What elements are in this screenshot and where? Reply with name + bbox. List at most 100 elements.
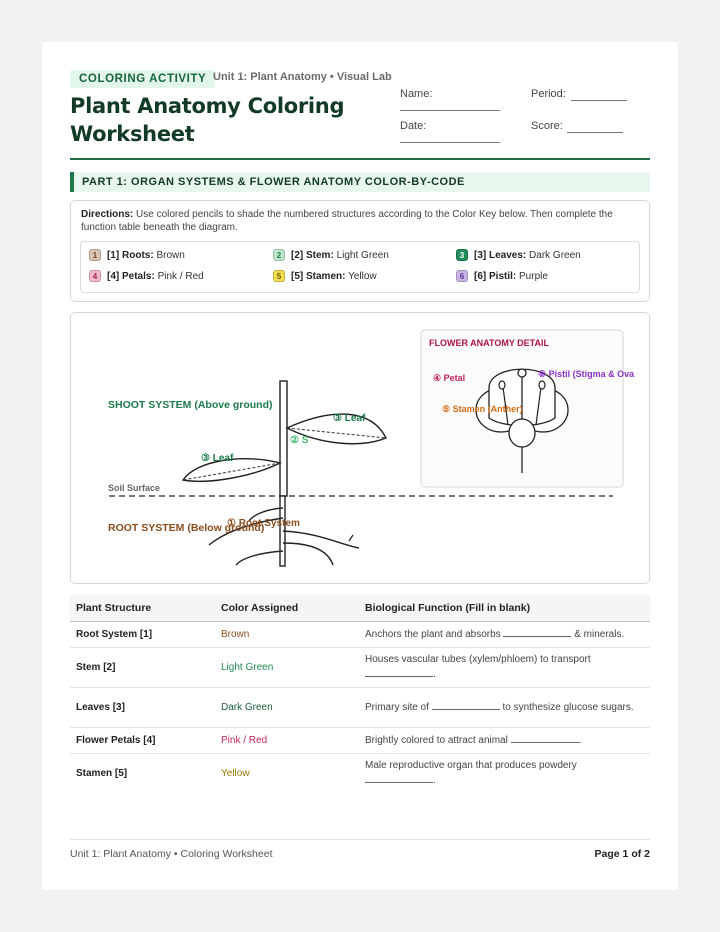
function-text-after: & minerals.	[574, 629, 625, 640]
function-text-after: .	[433, 775, 436, 786]
key-swatch: 1	[89, 249, 101, 262]
key-item-stem: 2 [2] Stem: Light Green	[273, 249, 389, 263]
date-field[interactable]: Date:	[400, 120, 500, 143]
color-cell: Dark Green	[215, 687, 359, 728]
column-header-structure: Plant Structure	[70, 595, 215, 622]
function-text-after: .	[433, 669, 436, 680]
function-text-after: to synthesize glucose sugars.	[502, 702, 634, 713]
name-label: Name:	[400, 88, 433, 100]
key-swatch: 3	[456, 249, 468, 262]
student-info-fields: Name: Period: Date: Score:	[400, 78, 650, 148]
key-label: [1] Roots:	[107, 250, 154, 261]
root-branch[interactable]	[248, 507, 284, 522]
stamen-filament-left[interactable]	[502, 386, 509, 426]
shoot-system-label: SHOOT SYSTEM (Above ground)	[108, 399, 273, 411]
key-color: Pink / Red	[157, 271, 204, 282]
key-color: Light Green	[336, 250, 389, 261]
leaf-right-shape[interactable]	[285, 413, 387, 445]
plant-illustration: SHOOT SYSTEM (Above ground) Soil Surface…	[108, 329, 635, 567]
function-text: Primary site of	[365, 702, 429, 713]
header-divider	[70, 158, 650, 160]
pistil-stigma[interactable]	[517, 368, 527, 378]
ovary-shape[interactable]	[508, 418, 536, 448]
date-line[interactable]	[400, 142, 500, 143]
function-cell: Houses vascular tubes (xylem/phloem) to …	[359, 647, 650, 688]
directions-text: Directions: Use colored pencils to shade…	[81, 208, 636, 234]
key-item-roots: 1 [1] Roots: Brown	[89, 249, 185, 263]
function-text: Male reproductive organ that produces po…	[365, 760, 577, 771]
period-field[interactable]: Period:	[531, 88, 631, 101]
fill-blank[interactable]	[431, 700, 500, 710]
fill-blank[interactable]	[503, 627, 572, 637]
function-cell: Anchors the plant and absorbs & minerals…	[359, 621, 650, 648]
table-row: Flower Petals [4] Pink / Red Brightly co…	[70, 727, 650, 754]
name-line[interactable]	[400, 110, 500, 111]
unit-label: Unit 1: Plant Anatomy • Visual Lab	[213, 71, 392, 83]
fill-blank[interactable]	[365, 773, 433, 783]
key-label: [6] Pistil:	[474, 271, 517, 282]
page-number: Page 1 of 2	[594, 848, 650, 860]
color-cell: Brown	[215, 621, 359, 648]
plant-diagram: SHOOT SYSTEM (Above ground) Soil Surface…	[70, 312, 650, 584]
stem-shape[interactable]	[279, 380, 288, 497]
function-cell: Male reproductive organ that produces po…	[359, 753, 650, 789]
key-label: [5] Stamen:	[291, 271, 346, 282]
pistil-label: ⑥ Pistil (Stigma & Ova	[538, 369, 635, 379]
function-text: Houses vascular tubes (xylem/phloem) to …	[365, 654, 591, 665]
key-color: Yellow	[348, 271, 377, 282]
root-number-label: ① Root System	[227, 518, 300, 529]
structure-cell: Stem [2]	[70, 647, 215, 688]
period-line[interactable]	[571, 100, 627, 101]
directions-body: Use colored pencils to shade the numbere…	[81, 209, 613, 233]
function-text: Brightly colored to attract animal	[365, 735, 508, 746]
root-branch[interactable]	[282, 530, 360, 549]
table-row: Stamen [5] Yellow Male reproductive orga…	[70, 753, 650, 789]
key-swatch: 5	[273, 270, 285, 283]
fill-blank[interactable]	[510, 733, 579, 743]
root-branch[interactable]	[208, 517, 284, 546]
key-color: Brown	[156, 250, 185, 261]
color-cell: Yellow	[215, 753, 359, 789]
activity-badge: COLORING ACTIVITY	[70, 70, 216, 88]
root-branch[interactable]	[235, 550, 284, 566]
score-field[interactable]: Score:	[531, 120, 631, 133]
root-hair	[348, 534, 354, 542]
date-label: Date:	[400, 120, 427, 132]
flower-detail-title: FLOWER ANATOMY DETAIL	[429, 338, 549, 348]
name-field[interactable]: Name:	[400, 88, 500, 111]
leaf-right-label: ③ Leaf	[333, 413, 366, 424]
score-line[interactable]	[567, 132, 623, 133]
page-title: Plant Anatomy Coloring Worksheet	[70, 94, 345, 146]
leaf-right-vein	[286, 427, 387, 439]
stamen-filament-right[interactable]	[535, 386, 542, 426]
column-header-color: Color Assigned	[215, 595, 359, 622]
key-label: [4] Petals:	[107, 271, 155, 282]
key-swatch: 2	[273, 249, 285, 262]
stamen-anther-left[interactable]	[498, 380, 506, 390]
page-footer: Unit 1: Plant Anatomy • Coloring Workshe…	[70, 839, 650, 860]
function-cell: Primary site of to synthesize glucose su…	[359, 687, 650, 728]
key-item-pistil: 6 [6] Pistil: Purple	[456, 270, 548, 284]
stamen-anther-right[interactable]	[538, 380, 546, 390]
key-label: [3] Leaves:	[474, 250, 527, 261]
color-cell: Pink / Red	[215, 727, 359, 754]
root-branch[interactable]	[282, 542, 334, 566]
period-label: Period:	[531, 88, 566, 100]
column-header-function: Biological Function (Fill in blank)	[359, 595, 650, 622]
structure-cell: Leaves [3]	[70, 687, 215, 728]
key-label: [2] Stem:	[291, 250, 334, 261]
root-system-label: ROOT SYSTEM (Below ground)	[108, 522, 264, 534]
table-row: Leaves [3] Dark Green Primary site of to…	[70, 687, 650, 728]
table-header-row: Plant Structure Color Assigned Biologica…	[70, 595, 650, 622]
key-swatch: 4	[89, 270, 101, 283]
stem-label: ② S	[290, 435, 309, 446]
key-color: Dark Green	[529, 250, 581, 261]
fill-blank[interactable]	[365, 667, 433, 677]
key-color: Purple	[519, 271, 548, 282]
petal-label: ④ Petal	[433, 373, 465, 383]
color-key: 1 [1] Roots: Brown 2 [2] Stem: Light Green…	[80, 241, 640, 293]
key-swatch: 6	[456, 270, 468, 283]
key-item-leaves: 3 [3] Leaves: Dark Green	[456, 249, 581, 263]
structure-cell: Root System [1]	[70, 621, 215, 648]
directions-box: Directions: Use colored pencils to shade…	[70, 200, 650, 302]
